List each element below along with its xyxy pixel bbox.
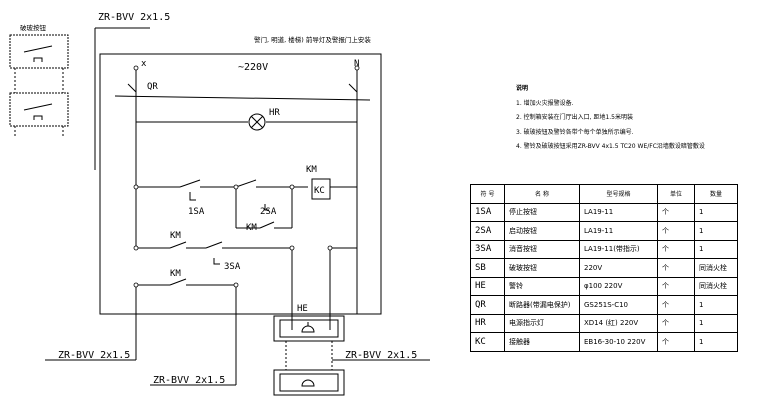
notes-title: 说明 xyxy=(516,85,529,92)
kc-label: KC xyxy=(314,186,325,196)
cell-qty: 1 xyxy=(694,202,738,222)
table-row: QR 断路器(带漏电保护) GS251S-C10 个 1 xyxy=(470,295,738,315)
table-row: HE 警铃 φ100 220V 个 同消火栓 xyxy=(470,276,738,296)
cell-symbol: HE xyxy=(470,276,505,296)
cell-unit: 个 xyxy=(657,258,695,278)
cell-model: LA19-11 xyxy=(579,221,658,241)
cell-unit: 个 xyxy=(657,295,695,315)
cell-unit: 个 xyxy=(657,239,695,259)
cell-symbol: QR xyxy=(470,295,505,315)
1sa-label: 1SA xyxy=(188,207,205,217)
cell-name: 破玻按钮 xyxy=(504,258,580,278)
table-row: 2SA 启动按钮 LA19-11 个 1 xyxy=(470,221,738,241)
glass-break-label: 破玻按钮 xyxy=(20,23,47,32)
bell-he-icon xyxy=(301,325,315,333)
table-row: 3SA 消音按钮 LA19-11(带指示) 个 1 xyxy=(470,239,738,259)
3sa-label: 3SA xyxy=(224,262,241,272)
cell-symbol: SB xyxy=(470,258,505,278)
note-item: 1. 增加火灾报警设备. xyxy=(516,99,574,107)
cell-name: 电源指示灯 xyxy=(504,313,580,333)
voltage-label: ~220V xyxy=(238,62,268,73)
header-name: 名 称 xyxy=(504,184,580,204)
cell-model: LA19-11 xyxy=(579,202,658,222)
header-qty: 数量 xyxy=(694,184,738,204)
cell-unit: 个 xyxy=(657,313,695,333)
header-unit: 单位 xyxy=(657,184,695,204)
note-item: 2. 控制箱安装在门厅出入口, 距地1.5米明装 xyxy=(516,114,633,121)
header-symbol: 符 号 xyxy=(470,184,505,204)
cell-model: φ100 220V xyxy=(579,276,658,296)
km-label-2: KM xyxy=(246,223,257,233)
he-label: HE xyxy=(297,304,308,314)
table-row: HR 电源指示灯 XD14 (红) 220V 个 1 xyxy=(470,313,738,333)
table-row: KC 接触器 EB16-30-10 220V 个 1 xyxy=(470,332,738,352)
cell-symbol: 2SA xyxy=(470,221,505,241)
cell-model: 220V xyxy=(579,258,658,278)
cell-qty: 同消火栓 xyxy=(694,276,738,296)
table-row: 1SA 停止按钮 LA19-11 个 1 xyxy=(470,202,738,222)
bell-he-box-1 xyxy=(273,315,345,342)
indicator-lamp-hr xyxy=(248,113,266,131)
cell-name: 断路器(带漏电保护) xyxy=(504,295,580,315)
hr-label: HR xyxy=(269,108,280,118)
km-coil-label: KM xyxy=(306,165,317,175)
diagram-title: 警门, 明道, 楼梯) 前导灯及警报门上安装 xyxy=(254,35,371,44)
cell-name: 停止按钮 xyxy=(504,202,580,222)
control-cabinet-frame xyxy=(99,53,382,315)
cell-model: XD14 (红) 220V xyxy=(579,313,658,333)
2sa-label: 2SA xyxy=(260,207,277,217)
cell-unit: 个 xyxy=(657,202,695,222)
header-model: 型号规格 xyxy=(579,184,658,204)
cell-symbol: KC xyxy=(470,332,505,352)
qr-label: QR xyxy=(147,82,158,92)
bell-he-box-2 xyxy=(273,369,345,396)
cable-right-label: ZR-BVV 2x1.5 xyxy=(345,350,417,361)
cell-model: LA19-11(带指示) xyxy=(579,239,658,259)
km-label-4: KM xyxy=(170,269,181,279)
cell-qty: 1 xyxy=(694,313,738,333)
cell-qty: 1 xyxy=(694,239,738,259)
neutral-terminal-label: N xyxy=(354,59,359,69)
cell-model: EB16-30-10 220V xyxy=(579,332,658,352)
cell-symbol: 1SA xyxy=(470,202,505,222)
contactor-coil-kc xyxy=(311,178,331,200)
cell-name: 接触器 xyxy=(504,332,580,352)
cell-name: 警铃 xyxy=(504,276,580,296)
cell-qty: 1 xyxy=(694,332,738,352)
cell-model: GS251S-C10 xyxy=(579,295,658,315)
cell-name: 启动按钮 xyxy=(504,221,580,241)
note-item: 3. 破玻按钮及警铃各带个每个单独所示编号. xyxy=(516,128,634,136)
cable-bottom-label: ZR-BVV 2x1.5 xyxy=(153,375,225,386)
breaker-qr xyxy=(114,95,371,101)
cable-left-label: ZR-BVV 2x1.5 xyxy=(58,350,130,361)
notes-block: 说明 1. 增加火灾报警设备. 2. 控制箱安装在门厅出入口, 距地1.5米明装… xyxy=(516,82,756,155)
table-row: SB 破玻按钮 220V 个 同消火栓 xyxy=(470,258,738,278)
cell-unit: 个 xyxy=(657,332,695,352)
cell-qty: 1 xyxy=(694,295,738,315)
cell-symbol: 3SA xyxy=(470,239,505,259)
km-label-3: KM xyxy=(170,231,181,241)
cell-qty: 1 xyxy=(694,221,738,241)
cable-top-label: ZR-BVV 2x1.5 xyxy=(98,12,170,23)
component-legend-table: 符 号 名 称 型号规格 单位 数量 1SA 停止按钮 LA19-11 个 1 … xyxy=(470,184,738,352)
cell-qty: 同消火栓 xyxy=(694,258,738,278)
cell-symbol: HR xyxy=(470,313,505,333)
cell-name: 消音按钮 xyxy=(504,239,580,259)
cell-unit: 个 xyxy=(657,221,695,241)
glass-break-box-1 xyxy=(9,34,69,69)
cell-unit: 个 xyxy=(657,276,695,296)
glass-break-box-2 xyxy=(9,92,69,127)
phase-terminal-label: x xyxy=(141,59,147,69)
note-item: 4. 警铃及破玻按钮采用ZR-BVV 4x1.5 TC20 WE/FC沿墙敷设暗… xyxy=(516,143,705,150)
legend-header-row: 符 号 名 称 型号规格 单位 数量 xyxy=(470,184,738,204)
